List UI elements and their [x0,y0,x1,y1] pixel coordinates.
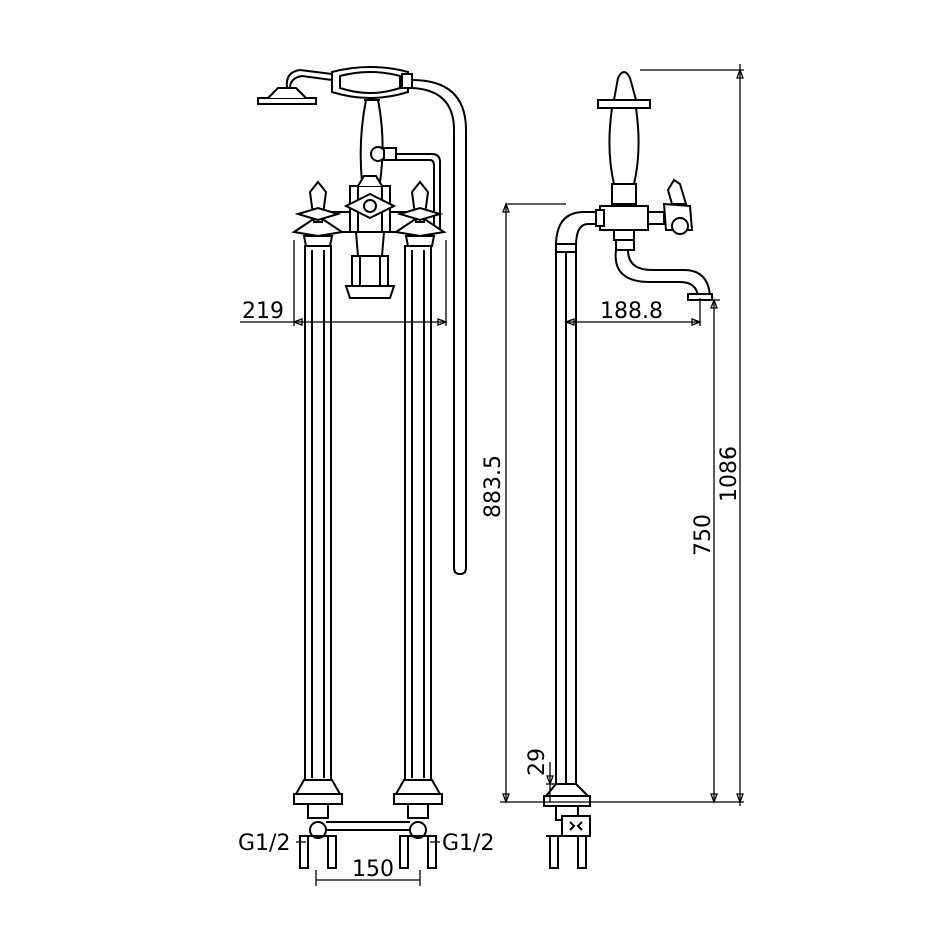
dim-188-8-label: 188.8 [600,299,663,324]
standpipes [304,245,432,781]
shower-hose [411,79,467,576]
side-view: 188.8 883.5 29 750 [481,64,744,869]
cradle-neck [359,99,384,183]
inlet-left-label: G1/2 [238,831,290,856]
dim-883-5: 883.5 [481,202,566,804]
dim-1086-label: 1086 [717,446,742,502]
dim-29: 29 [525,748,562,802]
inlet-fittings [299,803,437,869]
dim-150: 150 [315,857,421,886]
hand-shower [257,66,413,105]
side-base [543,783,591,869]
dim-29-label: 29 [525,748,550,776]
front-view: 219 150 G1/2 G1/2 [238,66,494,886]
dim-150-label: 150 [352,857,394,882]
floor-flanges [293,779,443,805]
side-standpipe [555,211,596,784]
dim-883-5-label: 883.5 [481,455,506,518]
dim-1086: 1086 [640,64,744,806]
side-spout [614,249,712,297]
dim-219-label: 219 [242,299,284,324]
dim-219: 219 [240,240,448,326]
diverter [370,146,441,232]
dim-750-label: 750 [691,514,716,556]
left-cross-handle [291,180,345,247]
inlet-right-label: G1/2 [442,831,494,856]
side-cradle [597,71,651,205]
dim-750: 750 [691,298,720,804]
side-valve [595,178,694,251]
right-cross-handle [393,180,447,247]
dim-188-8: 188.8 [564,298,702,326]
